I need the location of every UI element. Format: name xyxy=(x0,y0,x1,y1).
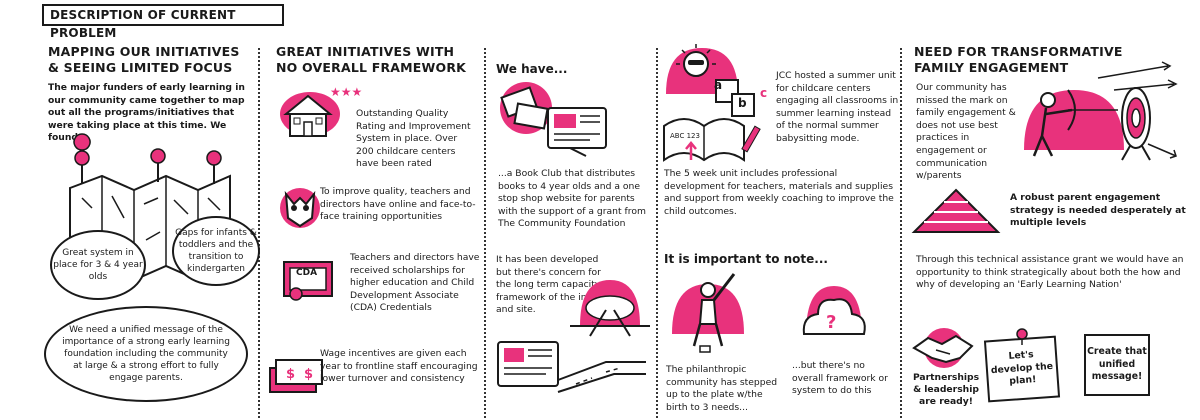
svg-text:?: ? xyxy=(826,312,836,333)
five-week-text: The 5 week unit includes professional de… xyxy=(664,168,894,217)
developed-text: It has been developed but there's concer… xyxy=(496,254,611,316)
partnerships-text: Partnerships & leadership are ready! xyxy=(912,372,980,407)
grant-text: Through this technical assistance grant … xyxy=(916,254,1184,291)
money-icon: $ $ xyxy=(269,359,323,393)
cloud-gaps: Gaps for infants & toddlers and the tran… xyxy=(172,216,260,286)
cloud-unified-message: We need a unified message of the importa… xyxy=(44,306,248,402)
archer-target-icon xyxy=(1024,61,1178,161)
missed-mark-text: Our community has missed the mark on fam… xyxy=(916,82,1016,182)
pyramid-icon xyxy=(911,186,1001,238)
book-club-icon xyxy=(500,82,607,157)
website-road-icon xyxy=(497,341,646,393)
cda-label: CDA xyxy=(296,268,318,278)
training-mask-icon xyxy=(280,188,320,228)
col5-title-line1: NEED FOR TRANSFORMATIVE xyxy=(914,44,1123,59)
book-club-text: ...a Book Club that distributes books to… xyxy=(498,168,646,230)
arrow-up-icon xyxy=(685,141,697,160)
philanthropic-text: The philanthropic community has stepped … xyxy=(666,364,778,413)
svg-text:$: $ xyxy=(304,367,313,382)
column-divider xyxy=(258,48,260,418)
col5-title-line2: FAMILY ENGAGEMENT xyxy=(914,60,1069,75)
handshake-icon xyxy=(912,328,974,368)
baseball-player-icon xyxy=(672,273,744,353)
col1-intro: The major funders of early learning in o… xyxy=(48,82,245,144)
robust-text: A robust parent engagement strategy is n… xyxy=(1010,192,1186,229)
col1-heading: MAPPING OUR INITIATIVES & SEEING LIMITED… xyxy=(48,44,240,76)
col1-title-line2: & SEEING LIMITED FOCUS xyxy=(48,60,233,75)
road-horizon-icon xyxy=(570,280,650,337)
block-a: a xyxy=(714,78,723,92)
question-cloud-icon: ? xyxy=(802,286,866,335)
col2-title-line2: NO OVERALL FRAMEWORK xyxy=(276,60,467,75)
item-scholarships: Teachers and directors have received sch… xyxy=(350,252,480,314)
we-have-heading: We have... xyxy=(496,62,568,76)
block-b: b xyxy=(738,96,747,110)
pushpin-icon xyxy=(1016,328,1028,345)
section-banner: DESCRIPTION OF CURRENT PROBLEM xyxy=(42,4,284,40)
important-heading: It is important to note... xyxy=(664,252,828,266)
summer-learning-icon xyxy=(663,44,761,162)
col5-heading: NEED FOR TRANSFORMATIVE FAMILY ENGAGEMEN… xyxy=(914,44,1123,76)
cloud-great-system: Great system in place for 3 & 4 year old… xyxy=(50,230,146,300)
svg-text:★★★: ★★★ xyxy=(330,85,362,99)
block-c: c xyxy=(760,86,768,100)
no-framework-text: ...but there's no overall framework or s… xyxy=(792,360,888,397)
column-divider xyxy=(656,48,658,418)
message-note: Create that unified message! xyxy=(1084,334,1150,396)
jcc-text: JCC hosted a summer unit for childcare c… xyxy=(776,70,899,144)
item-qris: Outstanding Quality Rating and Improveme… xyxy=(356,108,471,170)
svg-text:$: $ xyxy=(286,367,295,382)
col2-heading: GREAT INITIATIVES WITH NO OVERALL FRAMEW… xyxy=(276,44,466,76)
message-note-text: Create that unified message! xyxy=(1087,346,1147,383)
book-abc-text: ABC 123 xyxy=(670,132,700,140)
col1-title-line1: MAPPING OUR INITIATIVES xyxy=(48,44,240,59)
col2-title-line1: GREAT INITIATIVES WITH xyxy=(276,44,455,59)
item-wage: Wage incentives are given each year to f… xyxy=(320,348,478,385)
item-training: To improve quality, teachers and directo… xyxy=(320,186,476,223)
certificate-icon xyxy=(283,261,333,301)
plan-note-text: Let's develop the plan! xyxy=(990,349,1054,388)
column-divider xyxy=(484,48,486,418)
column-divider xyxy=(900,48,902,418)
rated-school-icon: ★★★ xyxy=(280,85,362,137)
